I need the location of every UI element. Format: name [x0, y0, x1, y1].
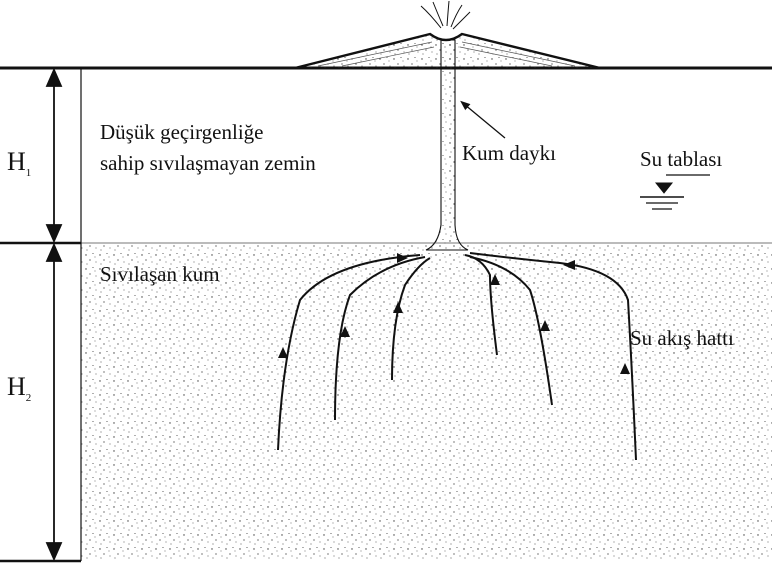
h2-dimension-arrow: [47, 245, 61, 559]
sand-dike-label: Kum daykı: [462, 141, 556, 165]
h1-label: H1: [7, 147, 31, 179]
h2-label: H2: [7, 372, 31, 404]
eruption-spray: [421, 1, 470, 29]
water-table-symbol: [640, 175, 710, 209]
clay-layer-label-line2: sahip sıvılaşmayan zemin: [100, 151, 316, 175]
flow-line-label: Su akış hattı: [630, 326, 734, 350]
water-table-label: Su tablası: [640, 147, 722, 171]
liquefied-sand-label: Sıvılaşan kum: [100, 262, 220, 286]
h1-dimension-arrow: [47, 70, 61, 241]
liquefied-sand-layer: [81, 243, 772, 561]
clay-layer-label-line1: Düşük geçirgenliğe: [100, 120, 264, 144]
sand-dike-pointer: [464, 104, 505, 138]
